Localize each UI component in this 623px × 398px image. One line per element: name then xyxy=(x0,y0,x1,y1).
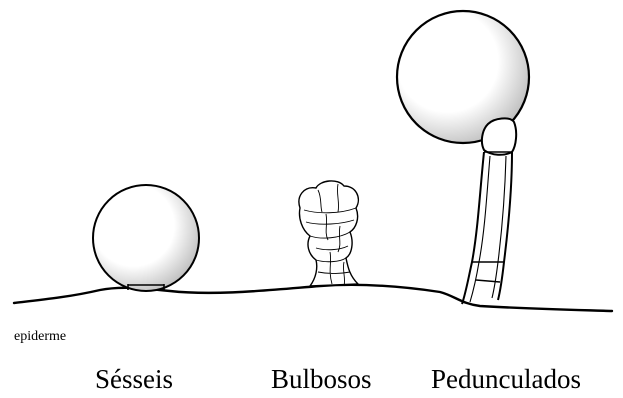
epidermis-label: epiderme xyxy=(14,329,66,345)
epidermis-line xyxy=(14,285,612,311)
bulbous-label: Bulbosos xyxy=(271,364,372,395)
sessile-label: Sésseis xyxy=(95,364,173,395)
pedunculate-neck-cell xyxy=(482,118,516,154)
pedunculate-trichome xyxy=(397,11,529,304)
bulbous-outline xyxy=(299,181,358,286)
sessile-gland-head xyxy=(93,185,199,291)
sessile-trichome xyxy=(93,185,199,291)
pedunculate-stalk-inner xyxy=(470,156,506,302)
pedunculate-label: Pedunculados xyxy=(431,364,581,395)
bulbous-trichome xyxy=(299,181,358,286)
